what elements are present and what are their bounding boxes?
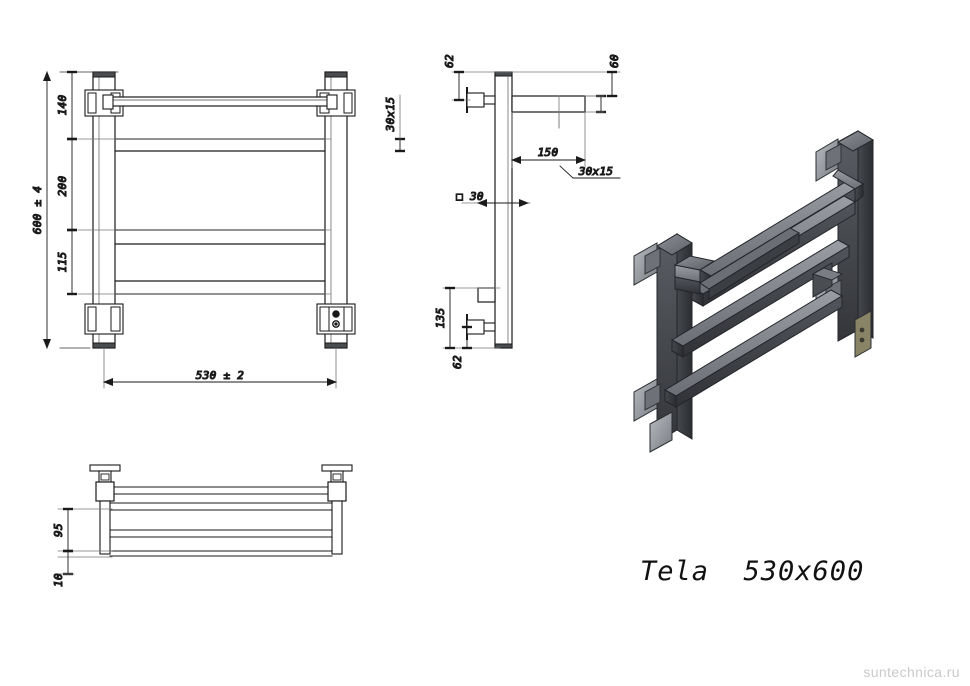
- bottom-left-flange: [89, 464, 121, 472]
- dim-bottom-base-offset: 10: [52, 573, 65, 587]
- iso-heating-element-connector: [854, 310, 872, 358]
- front-cross-rails: [114, 138, 326, 295]
- dim-side-top-rail-projection: 60: [608, 54, 621, 68]
- bottom-right-connector: [327, 481, 347, 502]
- iso-rail-lower: [663, 289, 844, 408]
- dim-side-shelf-depth: 150: [538, 146, 559, 159]
- dim-side-lower-bracket-span: 135: [434, 308, 447, 329]
- iso-rail-middle: [670, 239, 851, 358]
- dim-front-overall-height: 600 ± 4: [31, 186, 44, 234]
- iso-shelf-cross-right: [832, 169, 864, 203]
- side-lower-rail-and-mount: [466, 287, 496, 340]
- side-top-wall-mount: [466, 87, 496, 113]
- front-dimension-lines: [43, 70, 405, 389]
- bottom-view-group: 95 10: [51, 464, 353, 587]
- iso-right-top-bracket: [815, 138, 842, 182]
- iso-right-post: [836, 130, 875, 342]
- dim-front-lower-segment: 115: [56, 252, 69, 273]
- side-view-group: 62 60 150 30x15 □ 30 135 62: [433, 53, 621, 369]
- bottom-dimension-lines: [57, 507, 113, 576]
- iso-left-bottom-bracket: [633, 378, 673, 453]
- iso-shelf-return-left: [673, 255, 716, 295]
- bottom-cross-rails: [109, 486, 333, 557]
- bottom-right-flange: [321, 464, 353, 472]
- iso-left-top-bracket: [633, 242, 661, 286]
- dim-side-post-profile: □ 30: [456, 190, 484, 203]
- dim-side-lower-bracket-offset: 62: [451, 355, 464, 369]
- iso-mid-stub: [811, 262, 844, 298]
- side-dimension-lines: [442, 70, 621, 350]
- dim-side-top-bracket-offset: 62: [443, 54, 456, 68]
- front-view-group: 600 ± 4 140 200 115 530 ± 2 30x15: [30, 70, 405, 389]
- dim-side-tube-profile: 30x15: [578, 165, 614, 178]
- dim-front-tube-profile: 30x15: [384, 97, 397, 133]
- side-shelf-bar: [511, 95, 586, 113]
- product-title: Tela 530x600: [640, 556, 865, 587]
- front-top-shelf-rail: [102, 94, 338, 110]
- dim-bottom-shelf-rail-spacing: 95: [52, 523, 65, 537]
- side-post: [494, 71, 513, 349]
- watermark-suntechnica: suntechnica.ru: [863, 664, 960, 680]
- iso-shelf-diagonal-support: [699, 227, 800, 300]
- front-heating-element-connector: [316, 303, 356, 335]
- isometric-view-group: [633, 130, 875, 453]
- dim-front-mid-segment: 200: [56, 176, 69, 197]
- dim-front-overall-width: 530 ± 2: [196, 369, 245, 382]
- front-bottom-wall-brackets: [84, 303, 124, 335]
- dim-front-top-segment: 140: [56, 95, 69, 116]
- bottom-left-connector: [95, 481, 115, 502]
